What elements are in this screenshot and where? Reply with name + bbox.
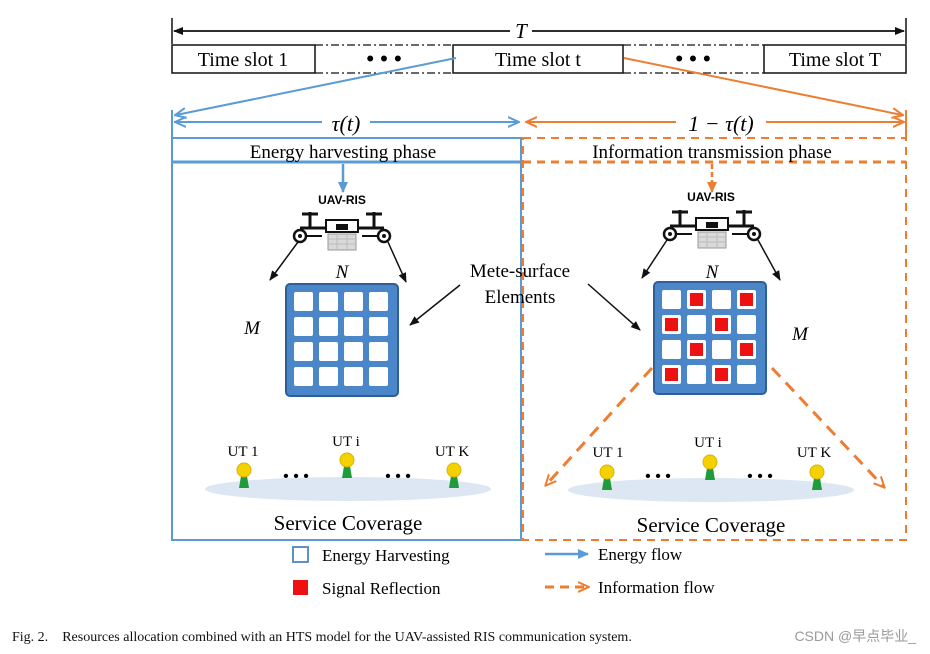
timeline: T Time slot 1 • • • Time slot t • • • Ti… bbox=[171, 18, 907, 74]
meta-surface-annotation-line2: Elements bbox=[485, 287, 556, 308]
meta-surface-element bbox=[369, 367, 388, 386]
user-dots-left-b: • • • bbox=[385, 468, 411, 485]
time-slot-first: Time slot 1 bbox=[198, 49, 288, 71]
rows-symbol-right: M bbox=[791, 324, 809, 345]
reflecting-element bbox=[715, 368, 728, 381]
legend-reflect-swatch bbox=[293, 580, 308, 595]
meta-surface-element bbox=[294, 367, 313, 386]
legend-info-flow-label: Information flow bbox=[598, 578, 715, 597]
zoom-line-right bbox=[623, 57, 902, 115]
meta-surface-element bbox=[662, 340, 681, 359]
annotation-arrow-left bbox=[409, 284, 461, 326]
meta-surface-element bbox=[369, 317, 388, 336]
reflecting-element bbox=[740, 293, 753, 306]
figure-caption: Fig. 2. Resources allocation combined wit… bbox=[12, 630, 632, 646]
legend-harvest-label: Energy Harvesting bbox=[322, 546, 450, 565]
meta-surface-element bbox=[687, 315, 706, 334]
uav-to-surface-arrow bbox=[269, 241, 299, 281]
meta-surface-element bbox=[712, 290, 731, 309]
reflecting-element bbox=[740, 343, 753, 356]
time-slot-middle: Time slot t bbox=[495, 49, 581, 71]
uav-drone-icon bbox=[292, 210, 392, 252]
zoom-line-left bbox=[176, 57, 457, 115]
legend-reflect-label: Signal Reflection bbox=[322, 579, 441, 598]
rows-symbol-left: M bbox=[243, 318, 261, 339]
uav-drone-icon bbox=[662, 208, 762, 250]
user-label-middle-left: UT i bbox=[332, 434, 360, 450]
meta-surface-element bbox=[344, 317, 363, 336]
meta-surface-element bbox=[344, 342, 363, 361]
reflecting-element bbox=[690, 293, 703, 306]
watermark: CSDN @早点毕业_ bbox=[794, 628, 916, 644]
meta-surface-element bbox=[344, 367, 363, 386]
meta-surface-annotation-line1: Mete-surface bbox=[470, 261, 570, 282]
uav-to-surface-arrow bbox=[757, 239, 781, 281]
user-terminal-icon bbox=[339, 452, 355, 479]
coverage-label-right: Service Coverage bbox=[637, 513, 786, 537]
cols-symbol-right: N bbox=[705, 262, 720, 283]
meta-surface-element bbox=[319, 342, 338, 361]
user-label-first-right: UT 1 bbox=[593, 445, 624, 461]
transmission-phase-title: Information transmission phase bbox=[592, 142, 832, 163]
user-label-last-right: UT K bbox=[797, 445, 831, 461]
info-flow-arrow-right bbox=[770, 366, 884, 487]
meta-surface-element bbox=[662, 290, 681, 309]
user-dots-right-b: • • • bbox=[747, 468, 773, 485]
reflecting-element bbox=[690, 343, 703, 356]
user-label-last-left: UT K bbox=[435, 444, 469, 460]
phase-durations: τ(t) 1 − τ(t) bbox=[171, 108, 907, 138]
meta-surface-element bbox=[369, 292, 388, 311]
harvest-duration-label: τ(t) bbox=[332, 111, 361, 136]
information-transmission-panel: Information transmission phase bbox=[522, 137, 907, 541]
legend: Energy Harvesting Signal Reflection Ener… bbox=[292, 545, 715, 598]
meta-surface-element bbox=[369, 342, 388, 361]
legend-harvest-swatch bbox=[292, 546, 309, 563]
user-label-first-left: UT 1 bbox=[228, 444, 259, 460]
energy-harvesting-panel: Energy harvesting phase bbox=[171, 137, 522, 541]
info-flow-arrow-left bbox=[546, 366, 654, 485]
legend-energy-flow-label: Energy flow bbox=[598, 545, 683, 564]
meta-surface-element bbox=[294, 317, 313, 336]
user-label-middle-right: UT i bbox=[694, 435, 722, 451]
figure-caption-label: Fig. 2. bbox=[12, 630, 49, 645]
meta-surface-element bbox=[737, 315, 756, 334]
user-dots-right-a: • • • bbox=[645, 468, 671, 485]
meta-surface-element bbox=[687, 365, 706, 384]
cols-symbol-left: N bbox=[335, 262, 350, 283]
harvest-phase-title: Energy harvesting phase bbox=[250, 142, 436, 163]
meta-surface-element bbox=[712, 340, 731, 359]
uav-to-surface-arrow bbox=[641, 239, 668, 279]
reflecting-element bbox=[665, 318, 678, 331]
meta-surface-element bbox=[294, 342, 313, 361]
uav-label-right: UAV-RIS bbox=[687, 190, 735, 204]
meta-surface-left bbox=[285, 283, 399, 397]
user-terminal-icon bbox=[702, 454, 718, 481]
reflecting-element bbox=[715, 318, 728, 331]
ellipsis-left: • • • bbox=[366, 46, 401, 71]
meta-surface-element bbox=[319, 292, 338, 311]
reflecting-element bbox=[665, 368, 678, 381]
meta-surface-element bbox=[737, 365, 756, 384]
uav-to-surface-arrow bbox=[387, 241, 407, 283]
meta-surface-element bbox=[319, 367, 338, 386]
ellipsis-right: • • • bbox=[675, 46, 710, 71]
meta-surface-element bbox=[344, 292, 363, 311]
coverage-label-left: Service Coverage bbox=[274, 511, 423, 535]
user-dots-left-a: • • • bbox=[283, 468, 309, 485]
time-slot-last: Time slot T bbox=[789, 49, 881, 71]
meta-surface-element bbox=[319, 317, 338, 336]
transmission-duration-label: 1 − τ(t) bbox=[688, 111, 753, 136]
meta-surface-element bbox=[294, 292, 313, 311]
annotation-arrow-right bbox=[587, 283, 641, 331]
uav-label-left: UAV-RIS bbox=[318, 193, 366, 207]
coverage-area-left bbox=[205, 477, 491, 501]
total-duration-label: T bbox=[515, 19, 528, 43]
meta-surface-right bbox=[653, 281, 767, 395]
coverage-area-right bbox=[568, 478, 854, 502]
figure-caption-text: Resources allocation combined with an HT… bbox=[62, 630, 632, 645]
